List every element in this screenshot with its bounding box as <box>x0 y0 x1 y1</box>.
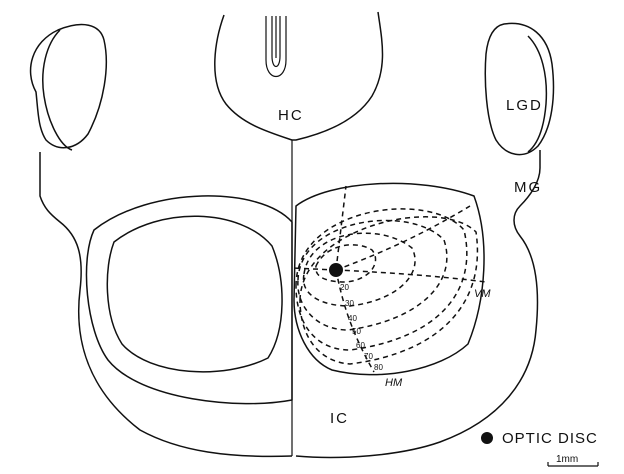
scale-bar: 1mm <box>548 454 598 466</box>
left-ear-inner <box>43 30 72 150</box>
ecc-label-40: 40 <box>348 314 357 323</box>
label-lgd: LGD <box>506 97 543 114</box>
ecc-label-80: 80 <box>374 363 383 372</box>
ecc-label-20: 20 <box>340 283 349 292</box>
label-vm: VM <box>474 288 491 300</box>
label-ic: IC <box>330 410 349 427</box>
left-colliculus-inner <box>107 216 282 372</box>
legend: OPTIC DISC <box>481 430 598 447</box>
left-colliculus-outer <box>86 196 292 404</box>
iso-contour-3 <box>298 220 447 330</box>
legend-label: OPTIC DISC <box>502 430 598 447</box>
ecc-label-60: 60 <box>356 341 365 350</box>
label-mg: MG <box>514 179 542 196</box>
ecc-label-50: 50 <box>352 327 361 336</box>
meridian-lines <box>292 186 486 372</box>
scale-bar-label: 1mm <box>556 454 578 465</box>
ecc-label-70: 70 <box>364 352 373 361</box>
isoeccentricity-contours <box>296 209 477 364</box>
label-hm: HM <box>385 377 403 389</box>
right-ear-inner <box>528 36 546 152</box>
left-side-contour <box>40 152 292 456</box>
iso-contour-1 <box>316 245 376 282</box>
ecc-label-30: 30 <box>345 299 354 308</box>
optic-disc-marker <box>329 263 343 277</box>
vertical-meridian-line <box>336 270 486 282</box>
right-ear-outline <box>485 23 553 154</box>
left-ear-outline <box>31 25 107 148</box>
label-hc: HC <box>278 107 304 124</box>
legend-optic-disc-marker <box>481 432 493 444</box>
